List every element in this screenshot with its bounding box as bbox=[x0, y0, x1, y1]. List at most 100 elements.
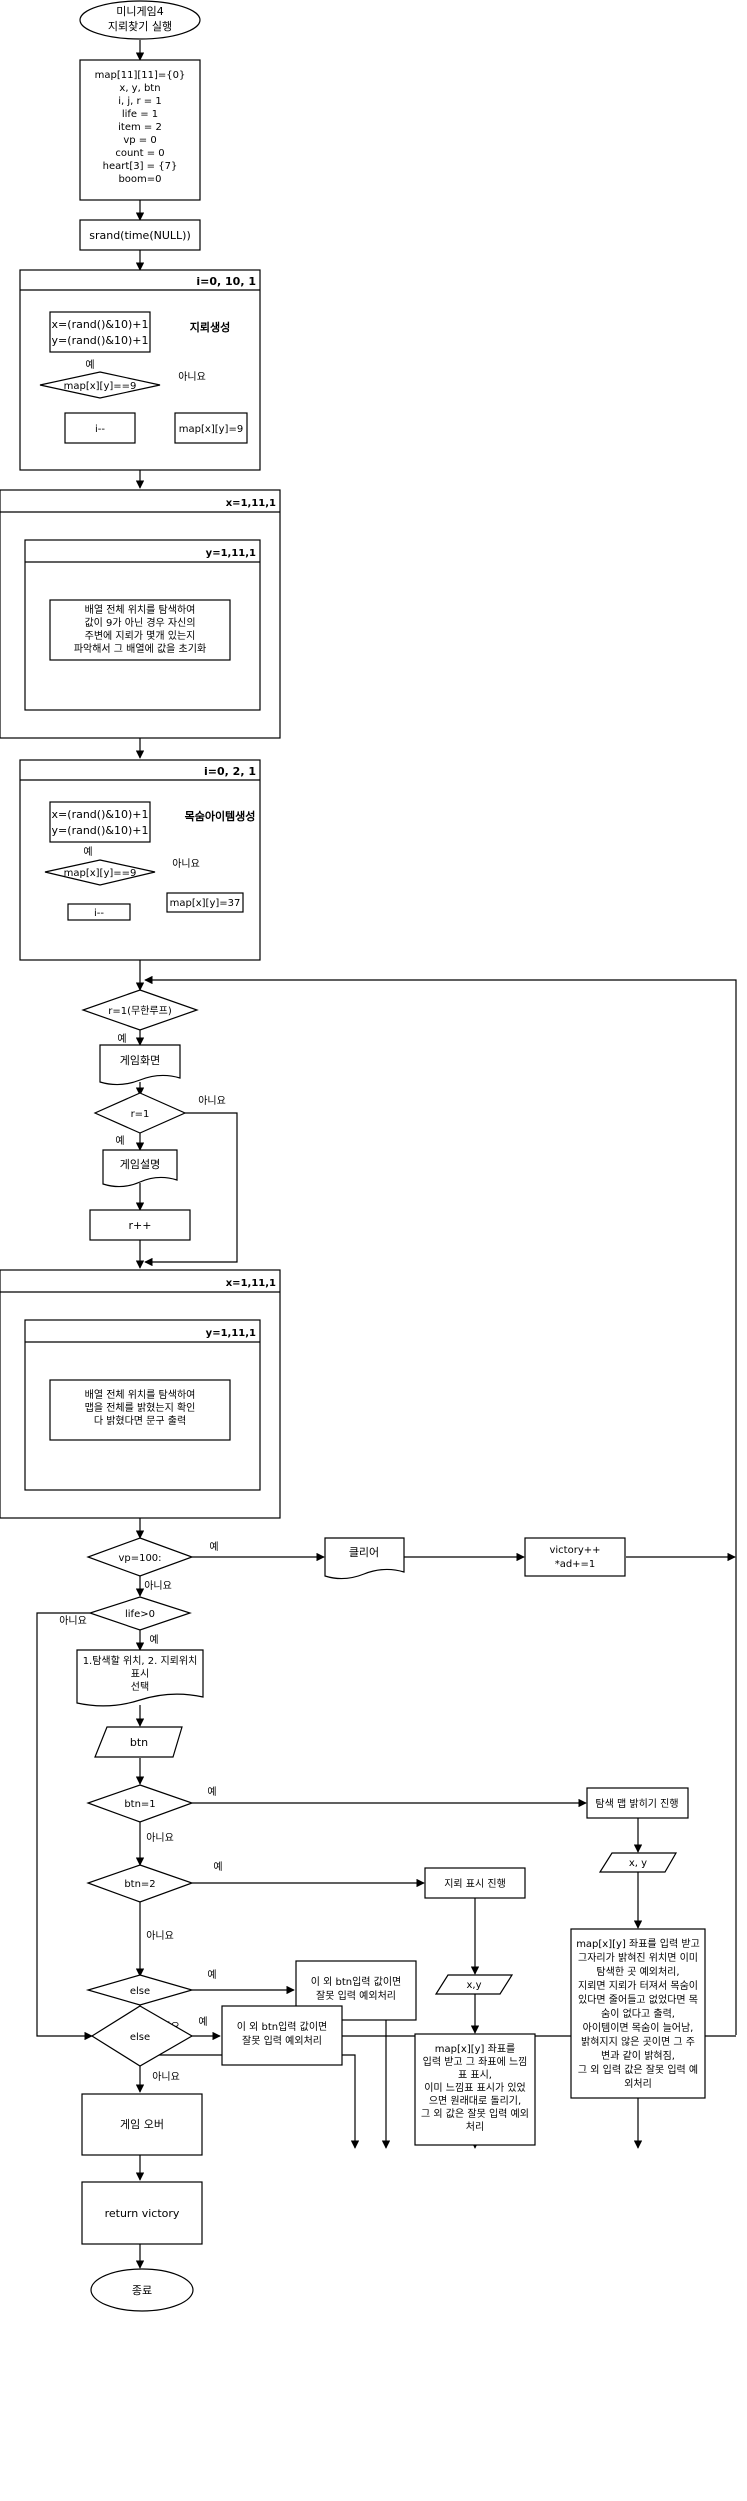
victory-cond-no: 아니요 bbox=[144, 1580, 172, 1592]
btn2-desc-line: 처리 bbox=[466, 2121, 484, 2133]
btn2-desc-line: 그 외 값은 잘못 입력 예외 bbox=[421, 2107, 529, 2120]
count-process-line: 값이 9가 아닌 경우 자신의 bbox=[84, 616, 195, 629]
infinite-loop-label: r=1(무한루프) bbox=[108, 1005, 172, 1017]
infinite-loop-diamond bbox=[81, 989, 199, 1031]
item-place-box bbox=[166, 892, 244, 913]
menu-line: 표시 bbox=[131, 1668, 149, 1680]
return-label: return victory bbox=[105, 2207, 180, 2220]
init-var-line: heart[3] = {7} bbox=[103, 161, 178, 172]
btn2-desc-line: 이미 느낌표 표시가 있었 bbox=[424, 2082, 526, 2094]
btn1-desc-line: 탐색한 곳 예외처리, bbox=[596, 1966, 679, 1978]
btn1-desc-line: map[x][y] 좌표를 입력 받고 bbox=[576, 1937, 700, 1950]
loop-count-outer-header: x=1,11,1 bbox=[226, 498, 276, 509]
else1-action-line: 이 외 btn입력 값이면 bbox=[311, 1975, 402, 1988]
item-place-label: map[x][y]=37 bbox=[170, 898, 241, 909]
loop-items-title: 목숨아이템생성 bbox=[185, 809, 256, 823]
clear-label: 클리어 bbox=[349, 1546, 379, 1559]
life-cond-diamond bbox=[88, 1596, 192, 1631]
game-screen-document bbox=[99, 1044, 181, 1086]
btn1-desc-line: 그 외 입력 값은 잘못 입력 예 bbox=[578, 2063, 698, 2076]
btn1-desc-line: 지뢰면 지뢰가 터져서 목숨이 bbox=[578, 1980, 698, 1992]
btn1-desc-line: 외처리 bbox=[624, 2078, 652, 2090]
else1-cond-diamond bbox=[85, 1974, 195, 2006]
r-cond-yes: 예 bbox=[115, 1135, 124, 1147]
mine-cond-no: 아니요 bbox=[178, 371, 206, 383]
btn1-process-box bbox=[586, 1787, 689, 1819]
btn1-desc-line: 있다면 줄어들고 없었다면 목 bbox=[578, 1993, 698, 2006]
life-cond-label: life>0 bbox=[125, 1609, 155, 1620]
btn2-input-label: x,y bbox=[466, 1980, 481, 1991]
item-cond-yes: 예 bbox=[83, 846, 92, 858]
menu-line: 선택 bbox=[131, 1681, 149, 1693]
menu-document bbox=[76, 1649, 204, 1707]
btn2-desc-line: map[x][y] 좌표를 bbox=[435, 2043, 515, 2055]
start-terminator bbox=[79, 0, 201, 40]
loop-check-inner-header: y=1,11,1 bbox=[206, 1328, 256, 1339]
btn1-desc-line: 변과 같이 밝혀짐, bbox=[601, 2050, 675, 2062]
item-assign-box bbox=[49, 801, 151, 843]
victory-increment-box bbox=[524, 1537, 626, 1577]
btn1-cond-diamond bbox=[86, 1784, 194, 1823]
init-variables-text: map[11][11]={0} x, y, btn i, j, r = 1 li… bbox=[95, 70, 186, 185]
init-var-line: i, j, r = 1 bbox=[118, 96, 161, 107]
btn-input-parallelogram bbox=[94, 1726, 183, 1758]
life-cond-yes: 예 bbox=[149, 1634, 158, 1646]
end-terminator bbox=[90, 2268, 194, 2312]
btn2-desc-line: 표 표시, bbox=[458, 2069, 492, 2081]
r-increment-box bbox=[89, 1209, 191, 1241]
init-variables-box bbox=[79, 59, 201, 201]
item-assign-y: y=(rand()&10)+1 bbox=[52, 824, 149, 837]
loop-check-outer-header: x=1,11,1 bbox=[226, 1278, 276, 1289]
count-process-line: 파악해서 그 배열에 값을 초기화 bbox=[74, 642, 206, 655]
loop-mines-title: 지뢰생성 bbox=[190, 320, 230, 334]
victory-cond-label: vp=100: bbox=[118, 1553, 161, 1564]
item-cond-label: map[x][y]==9 bbox=[64, 868, 137, 879]
mine-place-label: map[x][y]=9 bbox=[179, 424, 243, 435]
r-cond-no: 아니요 bbox=[198, 1095, 226, 1107]
mine-assign-y: y=(rand()&10)+1 bbox=[52, 334, 149, 347]
btn2-process-box bbox=[424, 1867, 526, 1899]
else2-cond-label: else bbox=[130, 2032, 150, 2043]
btn2-input-parallelogram bbox=[434, 1974, 514, 1995]
else2-cond-yes: 예 bbox=[198, 2016, 207, 2028]
mine-decrement-label: i-- bbox=[95, 424, 105, 435]
init-var-line: count = 0 bbox=[115, 148, 164, 159]
btn1-desc-line: 숨이 없다고 출력, bbox=[601, 2007, 675, 2020]
btn2-desc-box bbox=[414, 2033, 536, 2146]
life-cond-no: 아니요 bbox=[59, 1615, 87, 1627]
item-cond-diamond bbox=[44, 859, 156, 886]
else2-cond-diamond bbox=[90, 2005, 194, 2067]
check-process-box bbox=[49, 1379, 231, 1441]
mine-cond-diamond bbox=[39, 371, 161, 399]
infinite-loop-yes: 예 bbox=[117, 1033, 126, 1045]
loop-mines-header: i=0, 10, 1 bbox=[196, 275, 256, 288]
btn2-cond-diamond bbox=[86, 1864, 194, 1903]
check-process-line: 다 밝혔다면 문구 출력 bbox=[94, 1415, 186, 1427]
else2-action-line: 잘못 입력 예외처리 bbox=[242, 2034, 322, 2047]
btn1-cond-label: btn=1 bbox=[124, 1799, 155, 1810]
srand-label: srand(time(NULL)) bbox=[89, 229, 191, 242]
btn1-cond-no: 아니요 bbox=[146, 1832, 174, 1844]
else1-cond-yes: 예 bbox=[207, 1969, 216, 1981]
item-decrement-label: i-- bbox=[94, 908, 104, 919]
loop-items-frame bbox=[19, 759, 261, 961]
game-screen-label: 게임화면 bbox=[120, 1054, 160, 1067]
victory-increment-line: *ad+=1 bbox=[555, 1559, 596, 1570]
btn2-cond-no: 아니요 bbox=[146, 1930, 174, 1942]
end-label: 종료 bbox=[132, 2284, 152, 2297]
mine-cond-yes: 예 bbox=[85, 359, 94, 371]
btn1-cond-yes: 예 bbox=[207, 1786, 216, 1798]
menu-line: 1.탐색할 위치, 2. 지뢰위치 bbox=[83, 1654, 198, 1667]
item-cond-no: 아니요 bbox=[172, 858, 200, 870]
victory-increment-line: victory++ bbox=[549, 1545, 600, 1556]
victory-cond-yes: 예 bbox=[209, 1541, 218, 1553]
mine-assign-box bbox=[49, 311, 151, 353]
init-var-line: map[11][11]={0} bbox=[95, 70, 186, 81]
btn1-desc-line: 아이템이면 목숨이 늘어남, bbox=[583, 2022, 694, 2034]
init-var-line: x, y, btn bbox=[119, 83, 160, 94]
else2-cond-no: 아니요 bbox=[152, 2071, 180, 2083]
init-var-line: boom=0 bbox=[118, 174, 161, 185]
game-over-box bbox=[81, 2093, 203, 2156]
mine-place-box bbox=[174, 412, 248, 444]
